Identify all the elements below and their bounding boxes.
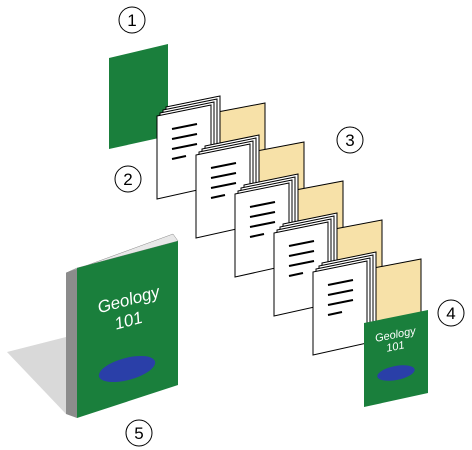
front-cover-sheet: [109, 44, 168, 149]
text-lines: [327, 279, 354, 316]
callout-1: 1: [118, 6, 146, 34]
white-page-front: [312, 260, 368, 356]
book-shadow: [7, 337, 66, 414]
callout-5: 5: [125, 419, 153, 447]
back-cover-oval: [377, 365, 415, 381]
text-lines: [171, 123, 198, 160]
callout-2: 2: [114, 165, 142, 193]
back-cover-panel: [364, 310, 428, 407]
callout-4: 4: [437, 299, 465, 327]
back-cover-sheet: Geology 101: [364, 310, 428, 407]
back-cover-title-line2: 101: [385, 339, 405, 354]
bound-book: Geology 101: [7, 233, 179, 418]
callout-3-label: 3: [345, 131, 354, 150]
callout-1-label: 1: [127, 11, 136, 30]
text-lines: [249, 201, 276, 238]
text-lines: [288, 240, 315, 277]
callout-2-label: 2: [123, 170, 132, 189]
book-cover-oval: [98, 355, 156, 383]
callout-5-label: 5: [134, 424, 143, 443]
text-lines: [210, 162, 237, 199]
book-spine: [66, 268, 77, 418]
signature-5: [312, 251, 422, 356]
callout-4-label: 4: [446, 304, 455, 323]
callout-3: 3: [336, 126, 364, 154]
